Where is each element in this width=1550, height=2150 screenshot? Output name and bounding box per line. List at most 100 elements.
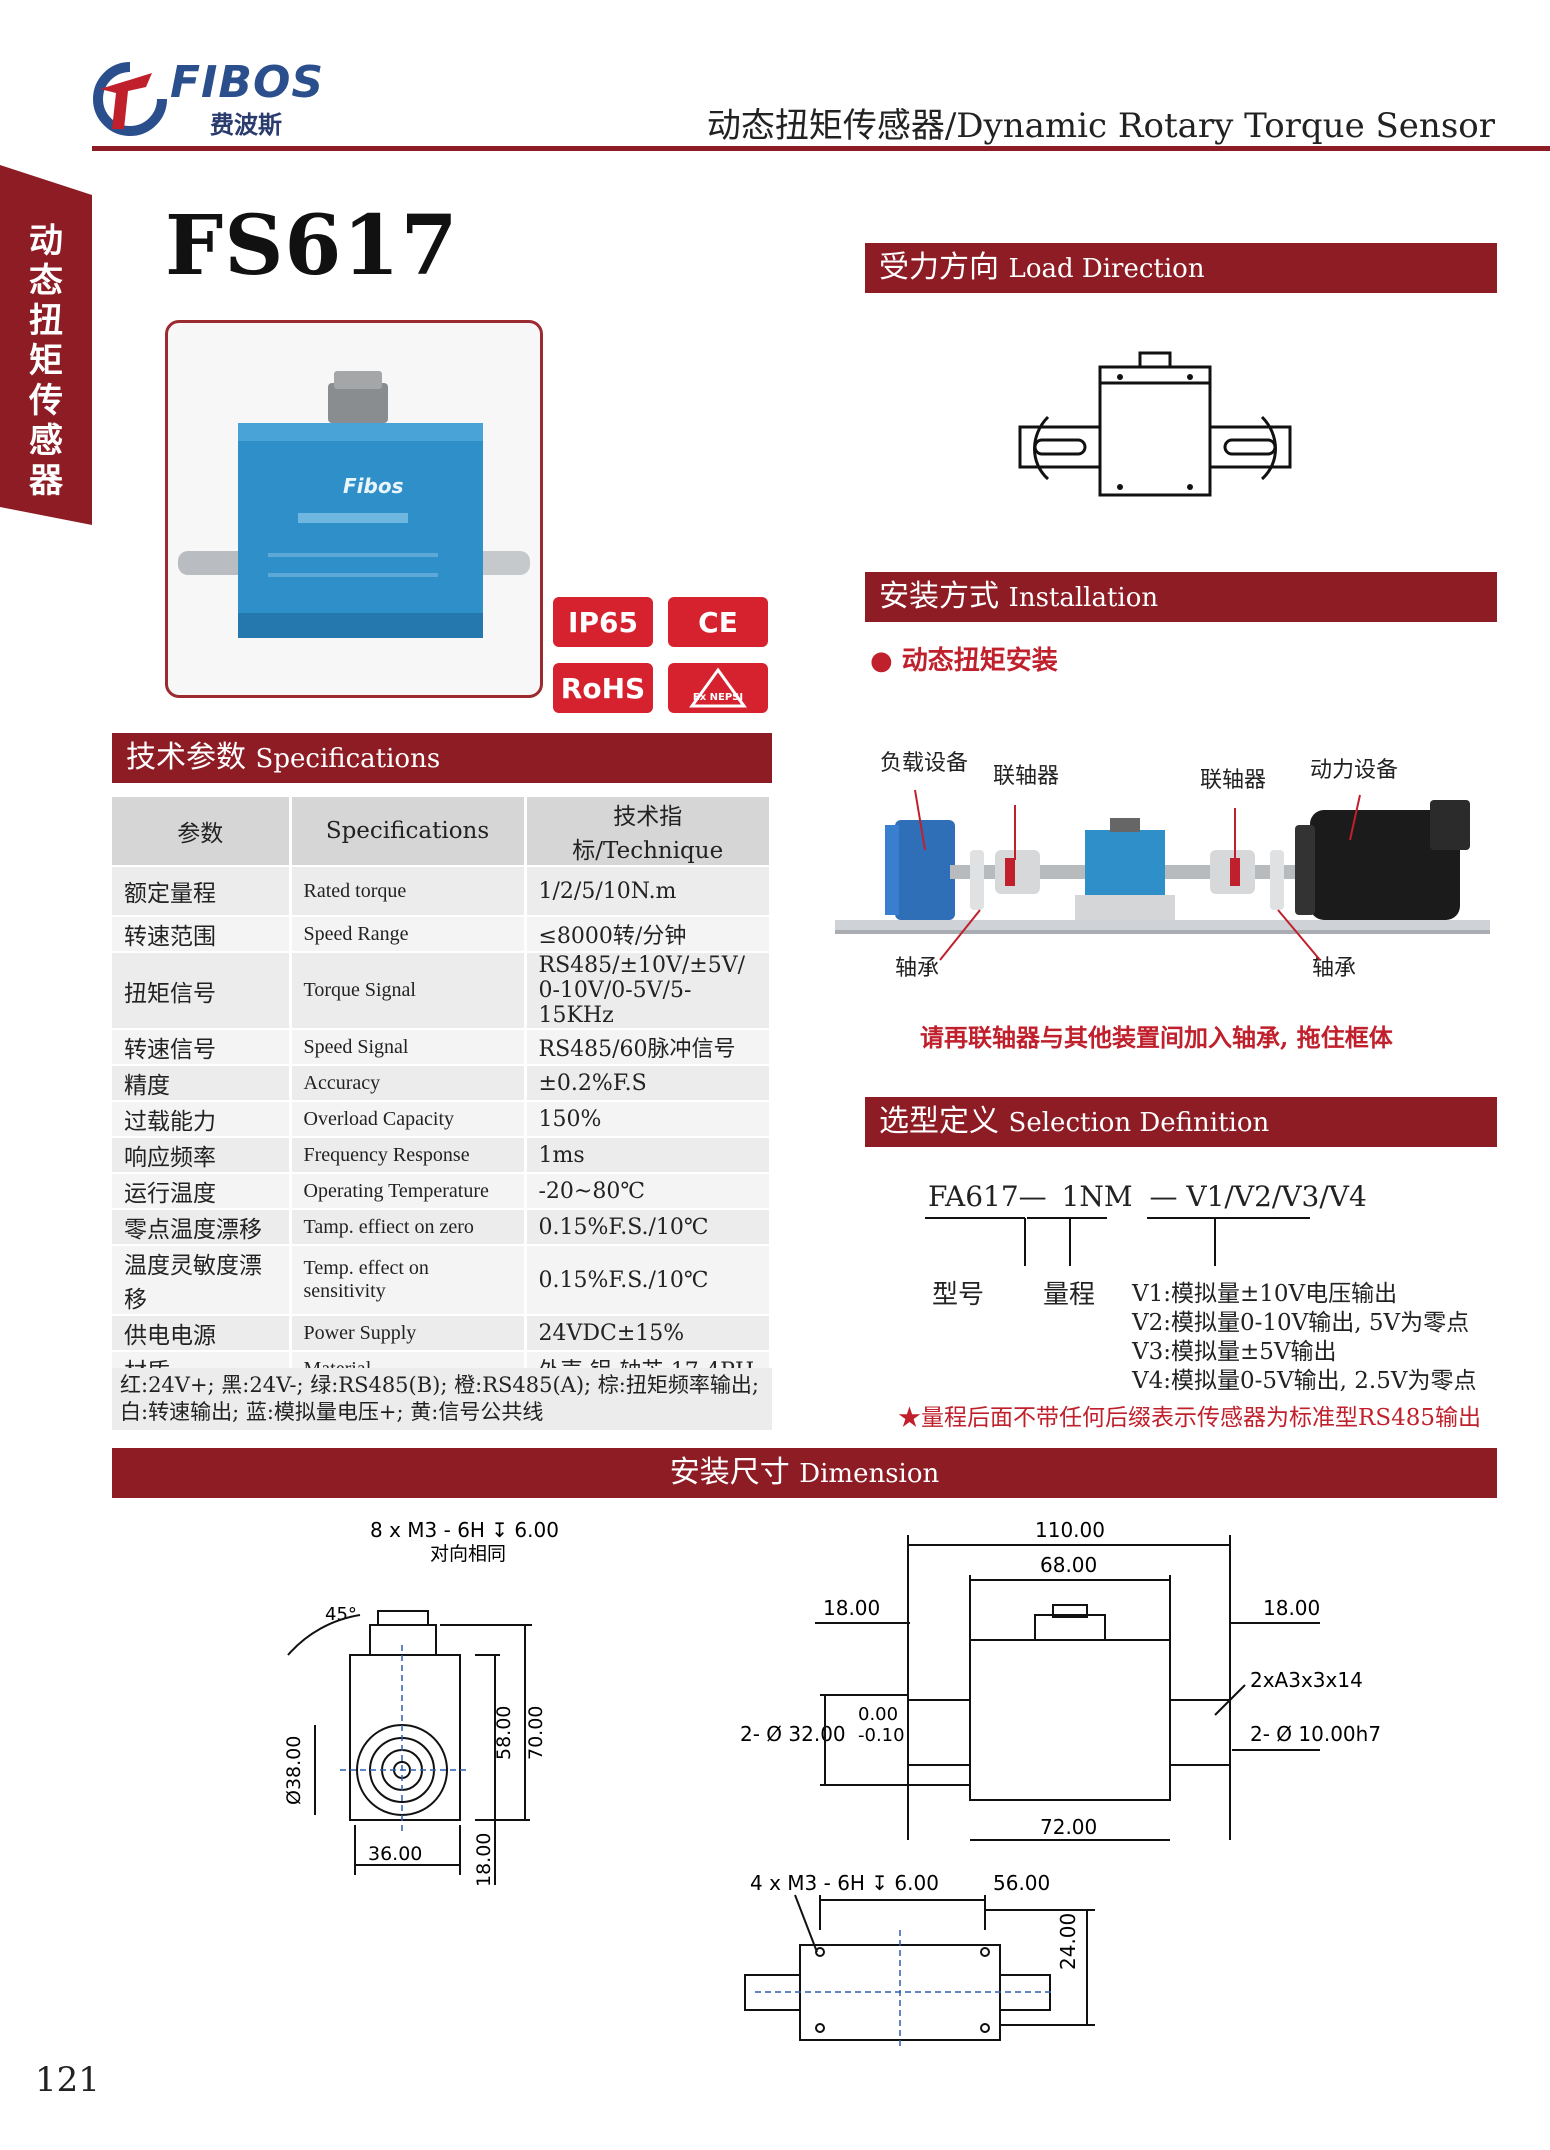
load-direction-header: 受力方向 Load Direction [865, 243, 1497, 293]
logo-cn: 费波斯 [210, 111, 282, 139]
install-bullet: ● 动态扭矩安装 [870, 646, 1058, 676]
front-angle: 45° [325, 1604, 357, 1625]
spec-param-en: Speed Range [290, 916, 527, 953]
install-note: 请再联轴器与其他装置间加入轴承, 拖住框体 [920, 1023, 1393, 1052]
spec-param-en: Rated torque [290, 866, 527, 917]
dimension-title-en: Dimension [799, 1459, 940, 1489]
bottom-h: 24.00 [1056, 1913, 1080, 1970]
spec-param-cn: 转速范围 [112, 916, 292, 953]
option-v2: V2:模拟量0-10V输出, 5V为零点 [1132, 1310, 1470, 1336]
side-base: 72.00 [1040, 1815, 1097, 1839]
side-shaft-dia-right: 2- Ø 10.00h7 [1250, 1722, 1381, 1746]
install-title-cn: 安装方式 [879, 579, 999, 614]
spec-param-en: Speed Signal [290, 1029, 527, 1066]
spec-col-spec: Specifications [290, 797, 527, 867]
ip65-badge: IP65 [553, 597, 653, 647]
code-range: 1NM [1061, 1180, 1133, 1213]
label-model: 型号 [932, 1280, 985, 1310]
load-title-en: Load Direction [1008, 254, 1205, 284]
spec-value: ≤8000转/分钟 [525, 916, 772, 953]
label-bearing-left: 轴承 [895, 956, 940, 981]
front-h2: 70.00 [525, 1706, 547, 1760]
selection-title-cn: 选型定义 [879, 1104, 999, 1139]
spec-value: -20~80℃ [525, 1173, 772, 1210]
spec-param-en: Operating Temperature [290, 1173, 527, 1210]
front-view-drawing: 8 x M3 - 6H ↧ 6.00 对向相同 45° Ø38.00 58.00… [283, 1518, 559, 1887]
spec-param-cn: 响应频率 [112, 1137, 292, 1174]
side-tab-label: 动态扭矩传感器 [29, 221, 63, 501]
install-title-en: Installation [1008, 583, 1159, 613]
spec-value: 24VDC±15% [525, 1315, 772, 1352]
spec-header-row: 参数 Specifications 技术指标/Technique [112, 797, 772, 867]
spec-param-cn: 供电电源 [112, 1315, 292, 1352]
side-shaft-dia-left: 2- Ø 32.00 [740, 1722, 846, 1746]
product-photo: Fibos [165, 320, 543, 698]
label-range: 量程 [1043, 1280, 1096, 1310]
rohs-badge: RoHS [553, 663, 653, 713]
dimension-title-cn: 安装尺寸 [669, 1455, 790, 1490]
spec-value: 150% [525, 1101, 772, 1138]
spec-param-en: Accuracy [290, 1065, 527, 1102]
specs-title-en: Specifications [255, 744, 441, 774]
option-v4: V4:模拟量0-5V输出, 2.5V为零点 [1132, 1368, 1477, 1394]
specs-title-cn: 技术参数 [126, 740, 246, 775]
side-keyway: 2xA3x3x14 [1250, 1668, 1363, 1692]
side-left-shaft: 18.00 [823, 1596, 880, 1620]
spec-value: 0.15%F.S./10℃ [525, 1209, 772, 1246]
front-h1: 58.00 [493, 1706, 515, 1760]
ex-nepsi-icon: Ex NEPSI [689, 667, 747, 708]
spec-param-en: Temp. effect on sensitivity [290, 1245, 527, 1316]
spec-value: ±0.2%F.S [525, 1065, 772, 1102]
selection-code: FA617— 1NM — V1/V2/V3/V4 [928, 1180, 1367, 1213]
spec-param-en: Power Supply [290, 1315, 527, 1352]
install-bullet-text: 动态扭矩安装 [901, 646, 1058, 676]
installation-diagram [835, 789, 1490, 961]
load-direction-diagram [1018, 351, 1292, 497]
side-category-tab: 动态扭矩传感器 [0, 165, 92, 525]
spec-param-cn: 运行温度 [112, 1173, 292, 1210]
ce-label: CE [698, 605, 738, 639]
selection-leader-lines [925, 1217, 1310, 1266]
svg-text:Fibos: Fibos [343, 474, 404, 498]
selection-title-en: Selection Definition [1008, 1108, 1270, 1138]
spec-col-tech: 技术指标/Technique [525, 797, 772, 867]
spec-value: 1/2/5/10N.m [525, 866, 772, 917]
dimension-header: 安装尺寸 Dimension [112, 1448, 1497, 1498]
ex-nepsi-badge: Ex NEPSI [668, 663, 768, 713]
spec-value: RS485/±10V/±5V/ 0-10V/0-5V/5-15KHz [525, 952, 772, 1030]
label-power-device: 动力设备 [1310, 758, 1399, 783]
selection-note: ★量程后面不带任何后缀表示传感器为标准型RS485输出 [898, 1405, 1481, 1431]
rohs-label: RoHS [560, 671, 646, 705]
bottom-w: 56.00 [993, 1871, 1050, 1895]
wire-color-note: 红:24V+; 黑:24V-; 绿:RS485(B); 橙:RS485(A); … [112, 1368, 772, 1430]
wire-note-line-1: 红:24V+; 黑:24V-; 绿:RS485(B); 橙:RS485(A); … [120, 1373, 759, 1397]
spec-param-en: Frequency Response [290, 1137, 527, 1174]
code-dash: — [1149, 1180, 1178, 1213]
front-h3: 18.00 [473, 1833, 495, 1887]
front-hole-note: 对向相同 [430, 1543, 506, 1565]
selection-header: 选型定义 Selection Definition [865, 1097, 1497, 1147]
spec-param-cn: 扭矩信号 [112, 952, 292, 1030]
label-coupling-right: 联轴器 [1200, 768, 1267, 793]
front-hole-spec: 8 x M3 - 6H ↧ 6.00 [370, 1518, 559, 1542]
spec-value: 1ms [525, 1137, 772, 1174]
spec-value: RS485/60脉冲信号 [525, 1029, 772, 1066]
page-header-title: 动态扭矩传感器/Dynamic Rotary Torque Sensor [706, 106, 1495, 146]
logo-wordmark: FIBOS [170, 57, 325, 108]
spec-param-cn: 额定量程 [112, 866, 292, 917]
bottom-view-drawing: 4 x M3 - 6H ↧ 6.00 56.00 24.00 [744, 1871, 1095, 2048]
label-coupling-left: 联轴器 [993, 764, 1060, 789]
option-v3: V3:模拟量±5V输出 [1132, 1339, 1337, 1365]
ip65-label: IP65 [568, 605, 638, 639]
spec-param-cn: 温度灵敏度漂移 [112, 1245, 292, 1316]
specs-section-header: 技术参数 Specifications [112, 733, 772, 783]
